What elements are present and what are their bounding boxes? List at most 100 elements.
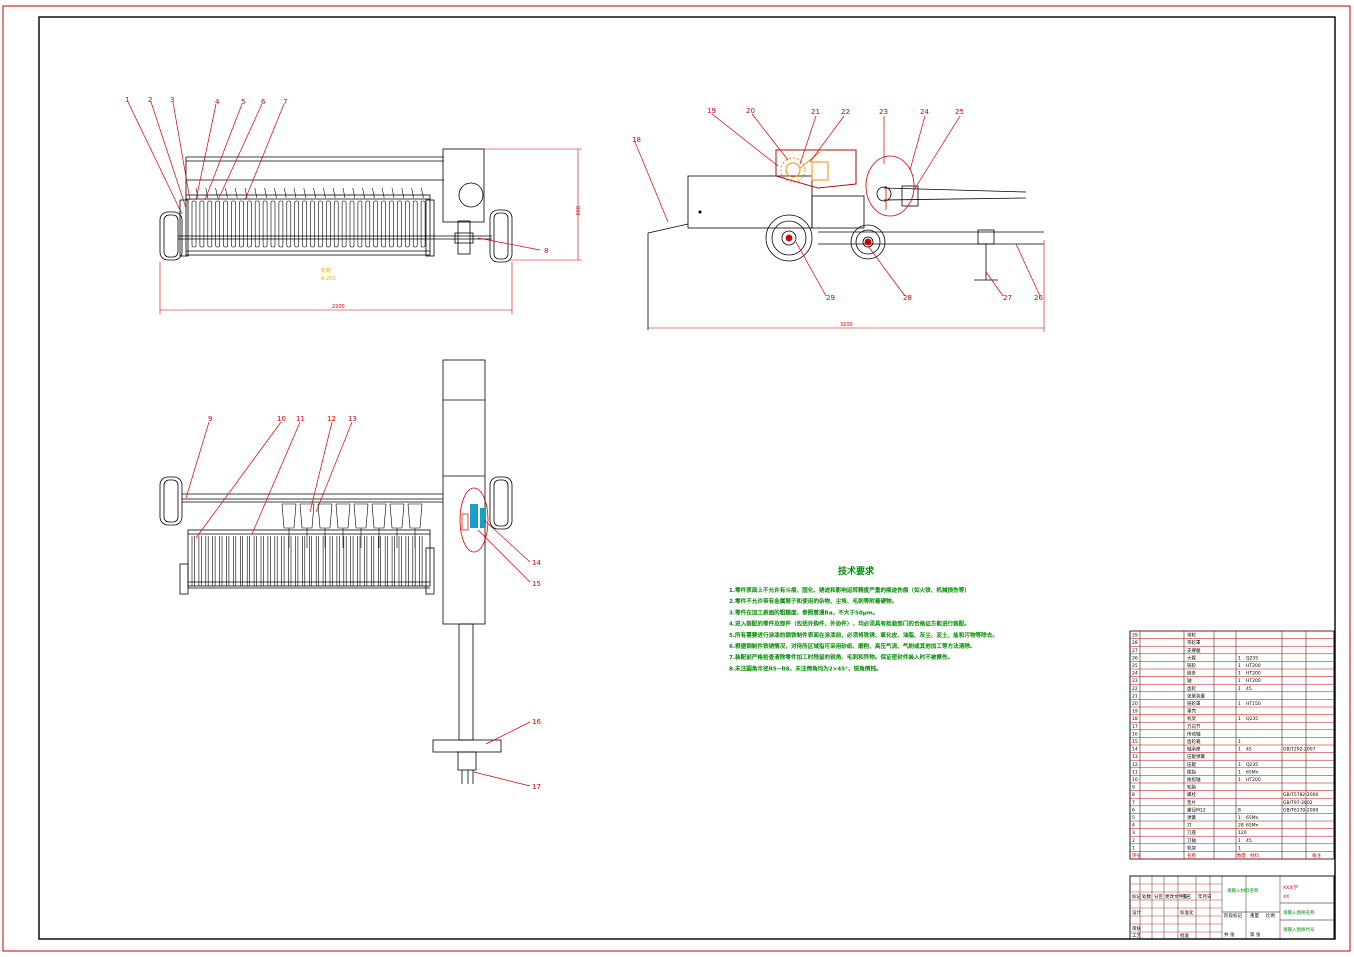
callout-9: 9	[208, 415, 212, 423]
bom-qty: 28	[1238, 823, 1244, 829]
tine-mount	[254, 187, 258, 199]
svg-text:890: 890	[574, 206, 580, 216]
tine-mount	[372, 187, 375, 199]
tb-label: 年月日	[1198, 893, 1212, 900]
tine	[278, 200, 284, 248]
callout-14: 14	[532, 559, 541, 567]
tine-mount	[381, 187, 385, 199]
bom-no: 25	[1132, 663, 1138, 669]
callout-12: 12	[327, 415, 336, 423]
bom-qty: 8	[1238, 807, 1241, 813]
bom-header-cell: 序号	[1132, 852, 1141, 859]
tine	[397, 200, 402, 248]
front-view	[159, 148, 513, 263]
bom-name: 轴承座	[1187, 746, 1201, 753]
bom-material: 45	[1246, 686, 1252, 692]
callout-25: 25	[955, 108, 964, 116]
callout-2: 2	[148, 96, 152, 104]
bom-qty: 1	[1238, 739, 1241, 745]
tine	[341, 200, 347, 248]
tine-mount	[274, 187, 277, 199]
roller-unit	[371, 503, 387, 529]
bom-name: 拨指轴	[1187, 776, 1201, 783]
bom-material: Q235	[1246, 762, 1258, 768]
tine	[389, 200, 394, 248]
bom-qty: 1	[1238, 655, 1241, 661]
tine	[294, 200, 300, 248]
bom-note: GB/T5782-2000	[1283, 792, 1319, 798]
bom-no: 12	[1132, 762, 1138, 768]
tine	[381, 200, 386, 248]
callout-3: 3	[170, 96, 174, 104]
tine	[333, 200, 339, 248]
bom-material: HT200	[1246, 678, 1261, 684]
bom-no: 22	[1132, 686, 1138, 692]
bom-header-cell: 材料	[1250, 852, 1259, 859]
tine-mount	[401, 187, 405, 199]
bom-qty: 1	[1238, 716, 1241, 722]
bom-no: 21	[1132, 693, 1138, 699]
bom-no: 1	[1132, 845, 1135, 851]
bom-name: 机架	[1187, 844, 1196, 851]
tb-label: 签名	[1182, 893, 1191, 900]
bom-material: HT200	[1246, 777, 1261, 783]
tine	[420, 200, 426, 248]
bom-no: 10	[1132, 777, 1138, 783]
material-name: 请输入材料名称	[1227, 887, 1259, 894]
front-view-tines	[191, 187, 426, 248]
svg-text:3200: 3200	[840, 322, 853, 328]
tech-req-line: 7.装配前严格检查清除零件加工时残留的锐角、毛刺和异物。保证密封件装入时不被擦伤…	[729, 653, 953, 661]
bom-name: 压辊	[1187, 761, 1196, 768]
callout-27: 27	[1003, 294, 1012, 302]
bom-qty: 1	[1238, 686, 1241, 692]
tine	[412, 200, 418, 248]
tech-req-line: 3.零件在加工表面的粗糙度，参照普通Ra，不大于50μm。	[729, 608, 878, 616]
bom-no: 16	[1132, 731, 1138, 737]
tine	[357, 200, 363, 248]
title-block: 请输入材料名称XX大学XX请输入图样名称请输入图样代号标记处数分区更改文件号签名…	[1129, 875, 1335, 940]
bom-name: 垫片	[1187, 799, 1196, 806]
tb-label: 比例	[1266, 912, 1275, 919]
tine	[199, 200, 205, 248]
tb-label: 批准	[1180, 932, 1189, 939]
bom-name: 齿轮	[1187, 685, 1196, 692]
bom-material: Q235	[1246, 655, 1258, 661]
callout-8: 8	[544, 247, 548, 255]
bom-no: 5	[1132, 815, 1135, 821]
tb-label: 重量	[1250, 912, 1259, 919]
callout-24: 24	[920, 108, 929, 116]
bom-no: 11	[1132, 769, 1138, 775]
bom-material: HT200	[1246, 663, 1261, 669]
bom-name: 压辊弹簧	[1187, 753, 1205, 760]
bom-no: 2	[1132, 838, 1135, 844]
callout-10: 10	[277, 415, 286, 423]
bom-no: 6	[1132, 807, 1135, 813]
bom-name: 链轮罩	[1187, 700, 1201, 707]
bom-name: 螺母M12	[1187, 806, 1206, 813]
tine-mount	[264, 187, 267, 199]
tine-mount	[421, 187, 424, 199]
bom-name: 罩壳	[1187, 708, 1196, 715]
outer-border	[2, 5, 1351, 952]
bom-qty: 1	[1238, 769, 1241, 775]
bom-name: 轮胎	[1187, 784, 1196, 791]
bom-material: 45	[1246, 838, 1252, 844]
bom-no: 3	[1132, 830, 1135, 836]
bom-material: HT200	[1246, 671, 1261, 677]
side-view	[647, 149, 1044, 330]
tine	[215, 200, 220, 248]
tine-mount	[352, 187, 356, 199]
callout-20: 20	[746, 107, 755, 115]
bom-no: 19	[1132, 709, 1138, 715]
drawing-code: 请输入图样代号	[1283, 926, 1315, 933]
bom-name: 螺栓	[1187, 791, 1196, 798]
callout-11: 11	[296, 415, 305, 423]
bom-name: 链轮	[1187, 662, 1196, 669]
bom-header-cell: 备注	[1312, 852, 1321, 859]
gear-drive-glyph	[780, 151, 829, 183]
bom-name: 传动轴	[1187, 730, 1201, 737]
tb-label: 第 张	[1250, 931, 1261, 938]
class-code: XX	[1283, 894, 1289, 900]
bom-material: Q235	[1246, 716, 1258, 722]
